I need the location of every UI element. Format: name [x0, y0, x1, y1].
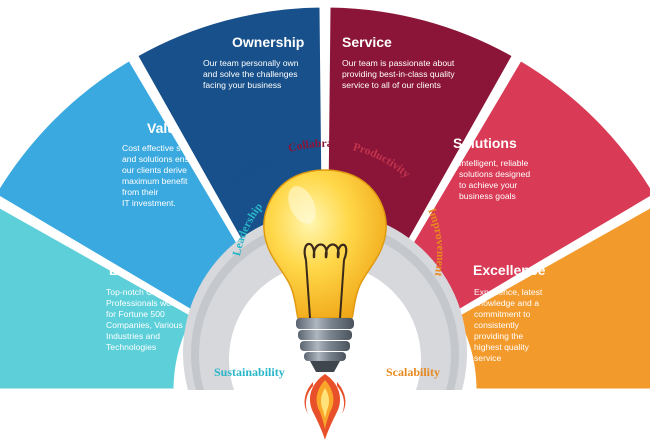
base-word-sustainability: Sustainability — [214, 365, 285, 379]
rocket-flame-icon — [304, 374, 346, 440]
segment-title-solutions: Solutions — [453, 135, 517, 151]
description-line: IT investment. — [122, 198, 176, 208]
segment-experience — [0, 205, 197, 392]
description-line: Our team personally own — [203, 58, 299, 68]
description-line: and solutions ensure — [122, 154, 202, 164]
description-line: solutions designed — [459, 169, 530, 179]
description-line: Our team is passionate about — [342, 58, 455, 68]
description-line: for Fortune 500 — [106, 309, 165, 319]
description-line: Experience, latest — [474, 287, 543, 297]
inner-ring — [182, 210, 468, 390]
description-line: our clients derive — [122, 165, 187, 175]
description-line: and solve the challenges — [203, 69, 298, 79]
description-line: Technologies — [106, 342, 156, 352]
description-line: service to all of our clients — [342, 80, 441, 90]
segment-title-excellence: Excellence — [473, 262, 546, 278]
description-line: Top-notch Consulting — [106, 287, 187, 297]
light-bulb-icon — [263, 169, 387, 440]
description-line: providing best-in-class quality — [342, 69, 455, 79]
description-line: facing your business — [203, 80, 281, 90]
description-line: maximum benefit — [122, 176, 188, 186]
description-line: providing the — [474, 331, 523, 341]
segment-title-service: Service — [342, 34, 392, 50]
description-line: Professionals worked — [106, 298, 188, 308]
description-line: to achieve your — [459, 180, 517, 190]
segment-title-ownership: Ownership — [232, 34, 304, 50]
description-line: service — [474, 353, 501, 363]
description-line: highest quality — [474, 342, 530, 352]
description-line: from their — [122, 187, 158, 197]
segments-layer: ExperienceTop-notch ConsultingProfession… — [0, 4, 650, 392]
description-line: Companies, Various — [106, 320, 183, 330]
description-line: Industries and — [106, 331, 160, 341]
description-line: Cost effective services — [122, 143, 208, 153]
description-line: knowledge and a — [474, 298, 539, 308]
description-line: Intelligent, reliable — [459, 158, 528, 168]
base-word-scalability: Scalability — [386, 365, 440, 379]
description-line: business goals — [459, 191, 516, 201]
description-line: consistently — [474, 320, 520, 330]
description-line: commitment to — [474, 309, 531, 319]
